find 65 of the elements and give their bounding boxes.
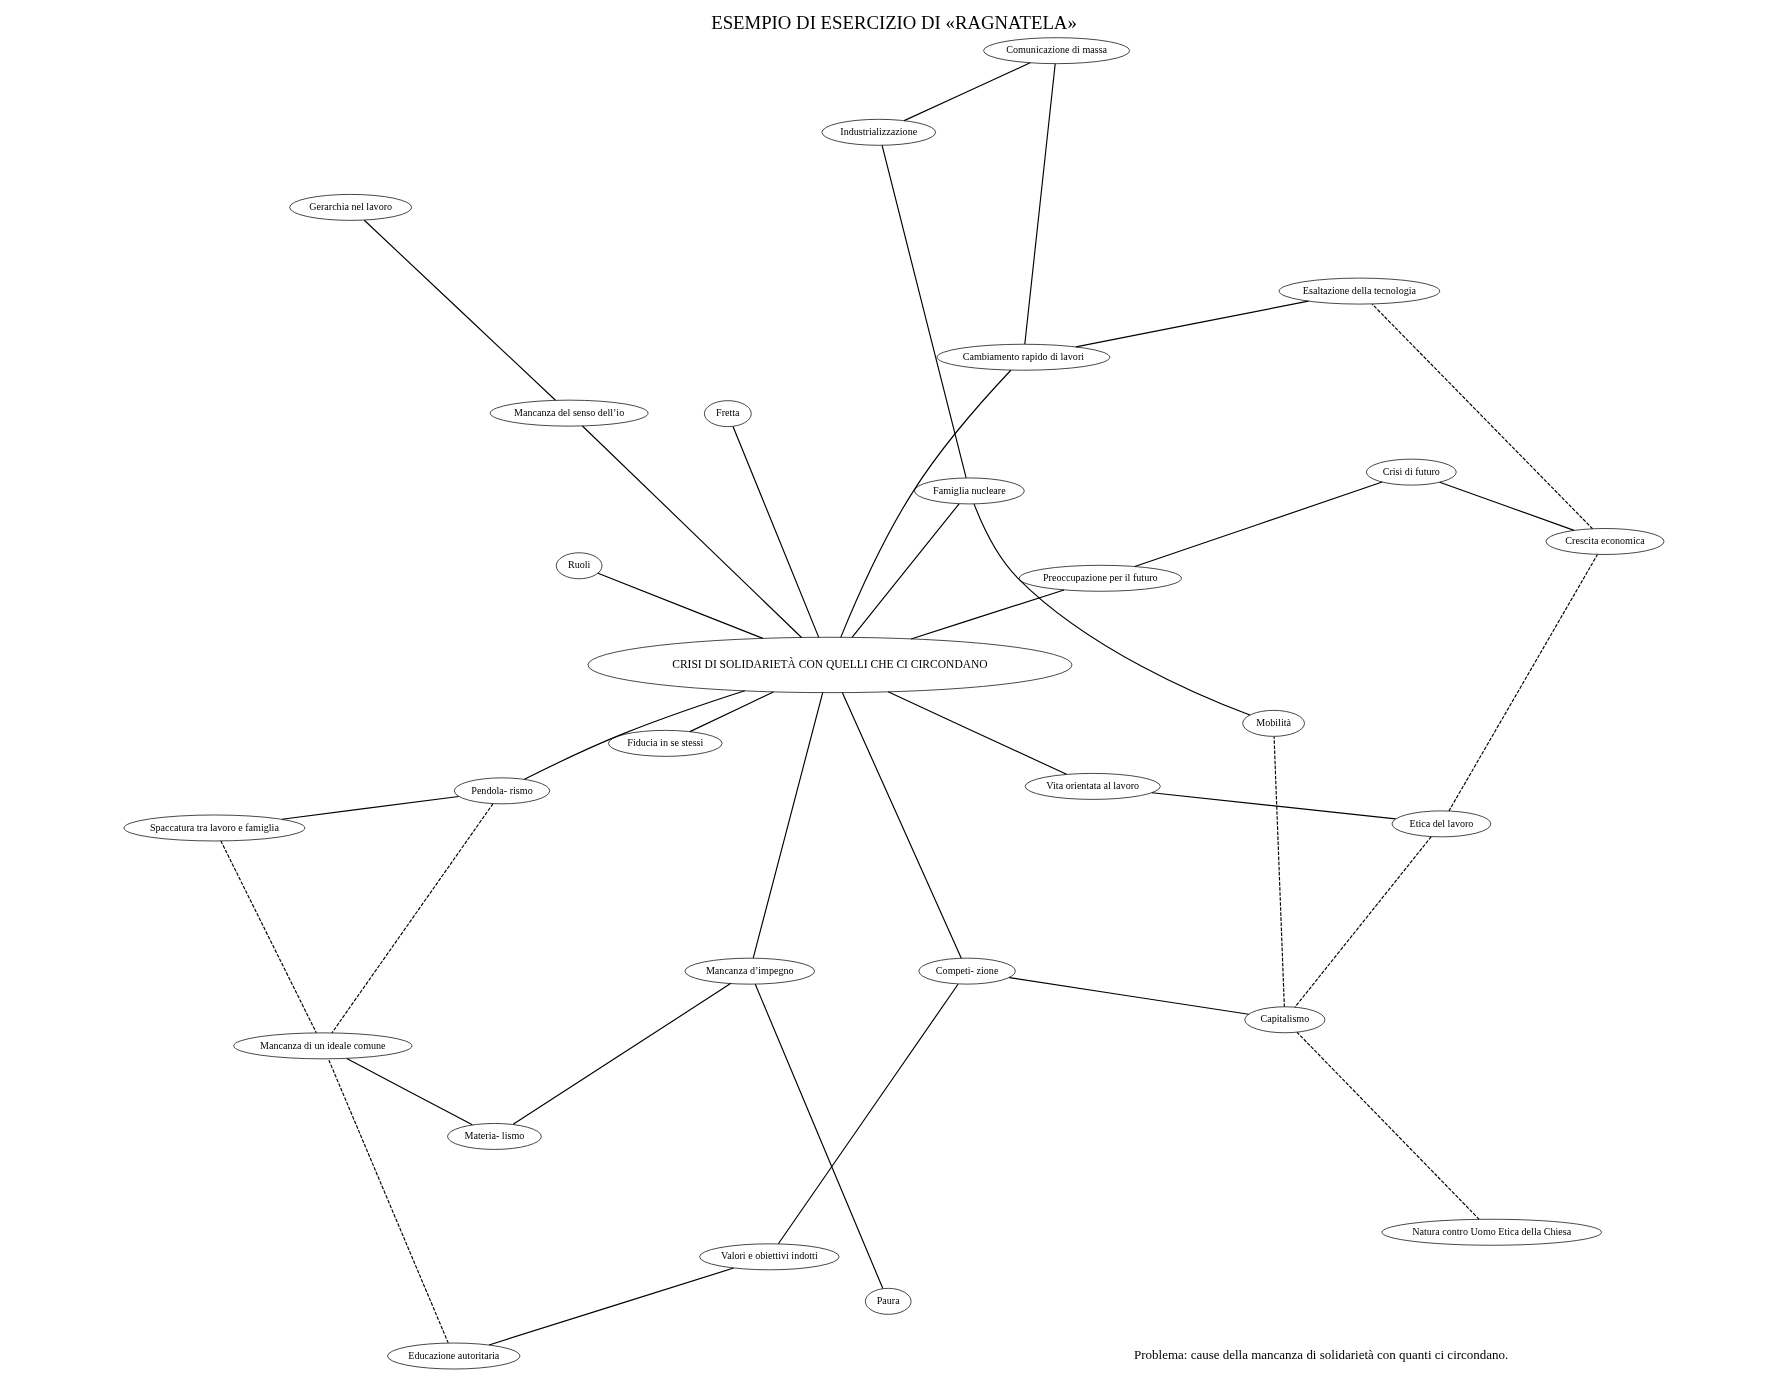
connector [512,983,731,1125]
connector [345,1057,473,1126]
connector [887,691,1067,775]
connector [1295,1031,1480,1220]
node-ellipse: Spaccatura tra lavoro e famiglia [123,814,305,842]
node-ellipse: Preoccupazione per il futuro [1018,564,1182,592]
node-ellipse: Vita orientata al lavoro [1024,773,1161,800]
connector [910,589,1065,640]
connector [1133,481,1383,568]
connector [280,795,459,820]
connector [777,983,959,1245]
node-ellipse: Mobilità [1241,710,1305,737]
node-ellipse: Etica del lavoro [1391,810,1491,838]
node-ellipse: Fiducia in se stessi [607,730,723,757]
connector [841,692,962,959]
node-ellipse: Cambiamento rapido di lavori [936,343,1110,371]
connector [1008,977,1249,1015]
connector [881,144,967,479]
node-ellipse: Pendola- rismo [453,777,550,805]
connector [581,425,802,639]
node-ellipse: Capitalismo [1243,1006,1325,1034]
connector [363,219,556,401]
connector [1023,63,1056,345]
node-ellipse: Natura contro Uomo Etica della Chiesa [1381,1218,1602,1246]
node-ellipse: Materia- lismo [446,1123,542,1150]
node-ellipse: CRISI DI SOLIDARIETÀ CON QUELLI CHE CI CIRCONDANO [587,636,1072,693]
connector [903,62,1031,122]
connector [523,690,745,780]
label: Problema: cause della mancanza di solidarietà con quanti ci circondano. [1133,1347,1508,1363]
connector [1273,736,1285,1008]
node-ellipse: Famiglia nucleare [913,477,1025,505]
connector [839,369,1011,638]
node-ellipse: Crisi di futuro [1365,458,1457,486]
connector [1371,303,1593,530]
connector [487,1267,734,1346]
node-ellipse: Competi- zione [918,957,1016,985]
connector [972,503,1250,716]
connector [754,983,883,1290]
connector [1074,300,1309,348]
connector [731,425,819,638]
node-ellipse: Crescita economica [1545,528,1664,555]
node-ellipse: Comunicazione di massa [982,37,1130,65]
node-ellipse: Industrializzazione [821,118,936,146]
node-ellipse: Mancanza d’impegno [684,957,815,985]
connector [596,572,763,639]
diagram-title: ESEMPIO DI ESERCIZIO DI «RAGNATELA» [710,11,1077,33]
connector [327,1058,449,1344]
connector [1447,553,1598,812]
node-ellipse: Mancanza del senso dell’io [489,399,648,427]
connector [1438,481,1575,531]
connector [1150,792,1396,820]
node-ellipse: Esaltazione della tecnologia [1278,277,1440,305]
node-ellipse: Valori e obiettivi indotti [698,1243,839,1271]
connector [1293,836,1432,1008]
connector [851,503,960,638]
node-ellipse: Educazione autoritaria [386,1342,520,1370]
connector [752,692,823,959]
connector [330,803,493,1034]
connector [219,840,317,1034]
node-ellipse: Gerarchia nel lavoro [288,194,412,221]
node-ellipse: Ruoli [555,552,602,580]
node-ellipse: Mancanza di un ideale comune [232,1032,412,1060]
connector [688,691,774,733]
node-ellipse: Paura [864,1288,911,1315]
node-ellipse: Fretta [703,400,752,427]
